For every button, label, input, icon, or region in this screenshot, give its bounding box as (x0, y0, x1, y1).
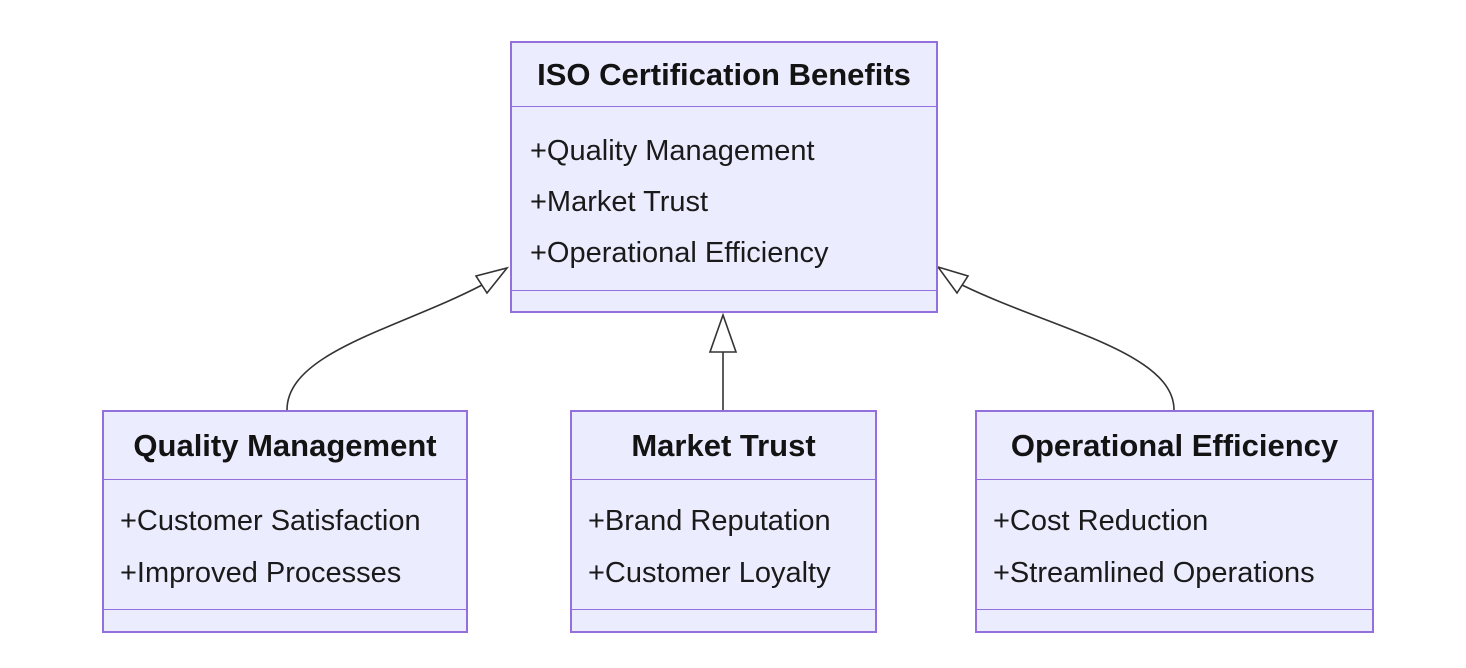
class-methods-compartment-empty (977, 610, 1372, 631)
class-attribute: +Operational Efficiency (530, 237, 829, 269)
class-attribute: +Cost Reduction (993, 505, 1209, 537)
inheritance-arrowhead-operational (935, 265, 970, 295)
class-attribute: +Customer Loyalty (588, 557, 831, 589)
class-node-iso-certification-benefits: ISO Certification Benefits +Quality Mana… (510, 41, 938, 313)
class-attributes-compartment: +Cost Reduction +Streamlined Operations (977, 480, 1372, 610)
edge-market-to-iso (708, 312, 738, 410)
class-methods-compartment-empty (572, 610, 875, 631)
class-attribute: +Brand Reputation (588, 505, 831, 537)
class-attributes-compartment: +Brand Reputation +Customer Loyalty (572, 480, 875, 610)
edge-operational-to-iso (935, 265, 1175, 411)
class-node-quality-management: Quality Management +Customer Satisfactio… (102, 410, 468, 633)
class-attributes-compartment: +Customer Satisfaction +Improved Process… (104, 480, 466, 610)
class-attribute: +Market Trust (530, 186, 709, 218)
edge-quality-to-iso (286, 266, 510, 411)
class-attribute: +Customer Satisfaction (120, 505, 421, 537)
class-methods-compartment-empty (104, 610, 466, 631)
class-attribute: +Quality Management (530, 135, 815, 167)
class-title: Quality Management (104, 412, 466, 480)
class-node-market-trust: Market Trust +Brand Reputation +Customer… (570, 410, 877, 633)
class-attribute: +Improved Processes (120, 557, 402, 589)
inheritance-arrowhead-quality (474, 266, 510, 295)
class-node-operational-efficiency: Operational Efficiency +Cost Reduction +… (975, 410, 1374, 633)
class-attributes-compartment: +Quality Management +Market Trust +Opera… (512, 107, 936, 291)
class-title: Operational Efficiency (977, 412, 1372, 480)
class-title: Market Trust (572, 412, 875, 480)
class-methods-compartment-empty (512, 291, 936, 311)
inheritance-arrowhead-market (708, 312, 738, 353)
class-title: ISO Certification Benefits (512, 43, 936, 107)
edge-line-operational (961, 284, 1175, 411)
edge-line-quality (286, 284, 483, 411)
class-attribute: +Streamlined Operations (993, 557, 1315, 589)
